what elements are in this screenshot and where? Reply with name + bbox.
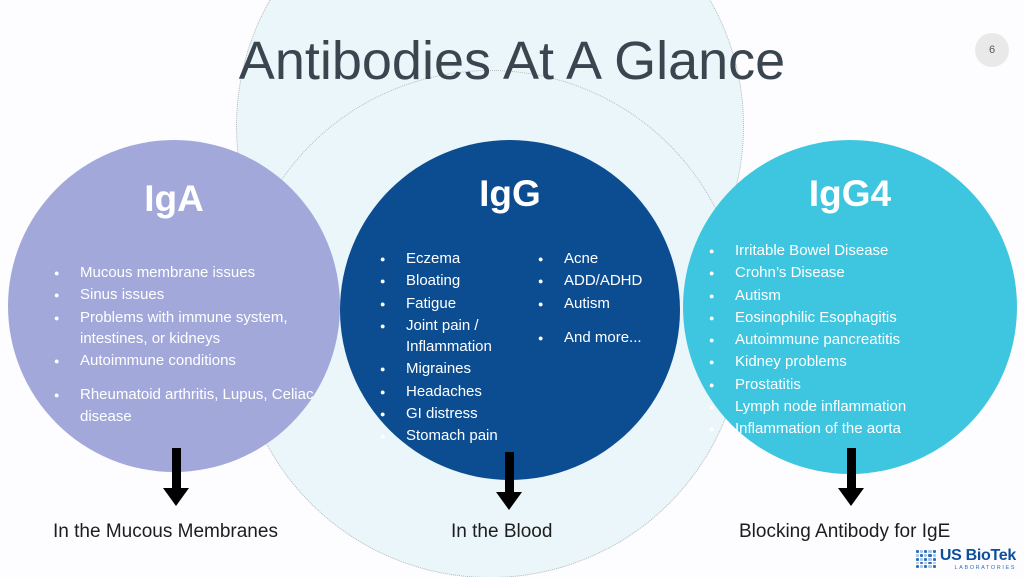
list-item: Autoimmune conditions bbox=[50, 350, 325, 372]
list-item: Rheumatoid arthritis, Lupus, Celiac dise… bbox=[50, 384, 325, 427]
caption-iga: In the Mucous Membranes bbox=[53, 521, 278, 542]
list-item: Mucous membrane issues bbox=[50, 262, 325, 284]
down-arrow-icon-iga bbox=[163, 448, 189, 506]
list-item: Stomach pain bbox=[376, 425, 524, 447]
list-item: Autoimmune pancreatitis bbox=[705, 329, 1005, 351]
arrow-head bbox=[163, 488, 189, 506]
list-item: Fatigue bbox=[376, 293, 524, 315]
list-item: ADD/ADHD bbox=[534, 270, 666, 292]
arrow-head bbox=[496, 492, 522, 510]
group-circle-igg4: IgG4 Irritable Bowel Disease Crohn’s Dis… bbox=[683, 140, 1017, 474]
logo-subtitle: LABORATORIES bbox=[954, 564, 1016, 571]
bullet-list-igg-left: Eczema Bloating Fatigue Joint pain / Inf… bbox=[376, 248, 524, 448]
list-item: Kidney problems bbox=[705, 351, 1005, 373]
group-label-igg: IgG bbox=[479, 173, 541, 214]
list-item: Crohn’s Disease bbox=[705, 262, 1005, 284]
list-item: GI distress bbox=[376, 403, 524, 425]
group-circle-igg: IgG Eczema Bloating Fatigue Joint pain /… bbox=[340, 140, 680, 480]
list-item: Eosinophilic Esophagitis bbox=[705, 307, 1005, 329]
list-item: Headaches bbox=[376, 381, 524, 403]
slide-number-badge: 6 bbox=[975, 33, 1009, 67]
logo-text: US BioTek LABORATORIES bbox=[939, 546, 1016, 572]
arrow-shaft bbox=[171, 448, 181, 488]
group-label-igg4: IgG4 bbox=[808, 173, 892, 214]
arrow-shaft bbox=[504, 452, 514, 492]
list-item: Bloating bbox=[376, 270, 524, 292]
bullet-list-igg4: Irritable Bowel Disease Crohn’s Disease … bbox=[705, 240, 1005, 441]
list-item: Eczema bbox=[376, 248, 524, 270]
group-label-iga: IgA bbox=[144, 178, 204, 219]
group-circle-iga: IgA Mucous membrane issues Sinus issues … bbox=[8, 140, 340, 472]
list-item: Inflammation of the aorta bbox=[705, 418, 1005, 440]
dot-matrix-icon bbox=[915, 550, 936, 569]
down-arrow-icon-igg4 bbox=[838, 448, 864, 506]
bullet-list-iga: Mucous membrane issues Sinus issues Prob… bbox=[50, 262, 325, 428]
logo-name: US BioTek bbox=[939, 546, 1016, 564]
arrow-head bbox=[838, 488, 864, 506]
caption-igg: In the Blood bbox=[451, 521, 553, 542]
list-item: Joint pain / Inflammation bbox=[376, 315, 524, 358]
list-item: Autism bbox=[705, 285, 1005, 307]
list-item: Migraines bbox=[376, 358, 524, 380]
arrow-shaft bbox=[846, 448, 856, 488]
list-item: Lymph node inflammation bbox=[705, 396, 1005, 418]
list-item: Acne bbox=[534, 248, 666, 270]
list-item: Problems with immune system, intestines,… bbox=[50, 307, 325, 350]
list-item: Irritable Bowel Disease bbox=[705, 240, 1005, 262]
list-item: Sinus issues bbox=[50, 284, 325, 306]
caption-igg4: Blocking Antibody for IgE bbox=[739, 521, 951, 542]
list-item: Autism bbox=[534, 293, 666, 315]
us-biotek-logo: US BioTek LABORATORIES bbox=[915, 546, 1016, 572]
list-item: Prostatitis bbox=[705, 374, 1005, 396]
bullet-columns-igg: Eczema Bloating Fatigue Joint pain / Inf… bbox=[376, 248, 666, 448]
page-title: Antibodies At A Glance bbox=[238, 31, 786, 91]
down-arrow-icon-igg bbox=[496, 452, 522, 510]
list-item: And more... bbox=[534, 327, 666, 349]
bullet-list-igg-right: Acne ADD/ADHD Autism And more... bbox=[534, 248, 666, 448]
